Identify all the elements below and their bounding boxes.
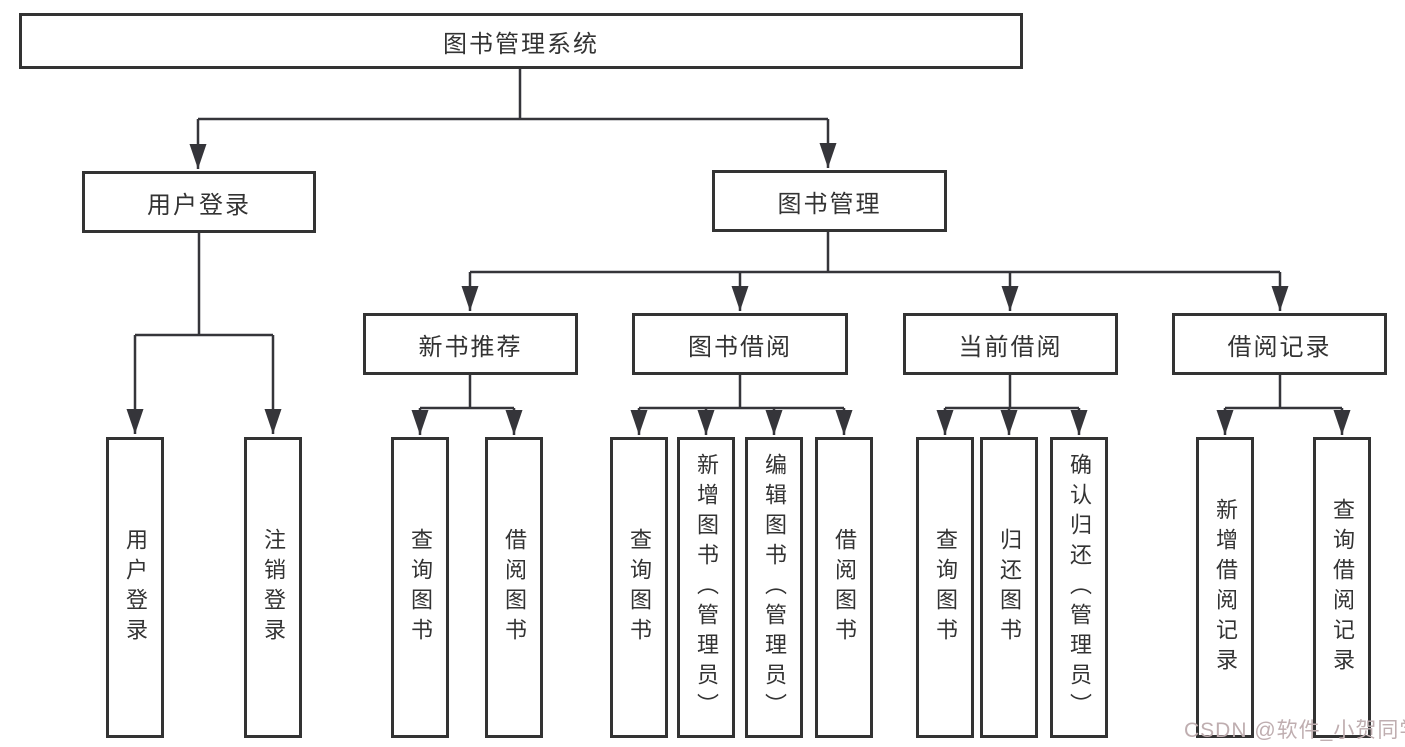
node-borrow-records-label: 借阅记录 xyxy=(1227,333,1332,361)
leaf-borrow-edit: 编辑图书（管理员） xyxy=(745,437,803,738)
node-borrow-records: 借阅记录 xyxy=(1172,313,1387,375)
leaf-record-query-label: 查询借阅记录 xyxy=(1330,497,1355,678)
node-user-login-label: 用户登录 xyxy=(147,191,251,219)
leaf-newbook-borrow-label: 借阅图书 xyxy=(502,527,527,648)
leaf-borrow-book: 借阅图书 xyxy=(815,437,873,738)
node-book-borrow: 图书借阅 xyxy=(632,313,848,375)
leaf-borrow-edit-label: 编辑图书（管理员） xyxy=(762,452,787,723)
node-current-borrow: 当前借阅 xyxy=(903,313,1118,375)
leaf-current-query: 查询图书 xyxy=(916,437,974,738)
leaf-current-query-label: 查询图书 xyxy=(933,527,958,648)
leaf-record-add-label: 新增借阅记录 xyxy=(1213,497,1238,678)
leaf-logout-label: 注销登录 xyxy=(261,527,286,648)
node-book-management-label: 图书管理 xyxy=(777,190,882,218)
leaf-user-login-label: 用户登录 xyxy=(123,527,148,648)
leaf-newbook-query: 查询图书 xyxy=(391,437,449,738)
leaf-borrow-query: 查询图书 xyxy=(610,437,668,738)
watermark: CSDN @软件_小贺同学 xyxy=(1184,719,1405,742)
node-current-borrow-label: 当前借阅 xyxy=(958,333,1063,361)
node-new-book-recommend-label: 新书推荐 xyxy=(418,333,523,361)
leaf-borrow-book-label: 借阅图书 xyxy=(832,527,857,648)
leaf-current-confirm: 确认归还（管理员） xyxy=(1050,437,1108,738)
leaf-borrow-add: 新增图书（管理员） xyxy=(677,437,735,738)
leaf-current-return-label: 归还图书 xyxy=(997,527,1022,648)
node-root: 图书管理系统 xyxy=(19,13,1023,69)
leaf-record-add: 新增借阅记录 xyxy=(1196,437,1254,738)
leaf-logout: 注销登录 xyxy=(244,437,302,738)
node-user-login: 用户登录 xyxy=(82,171,316,233)
leaf-newbook-query-label: 查询图书 xyxy=(408,527,433,648)
leaf-current-return: 归还图书 xyxy=(980,437,1038,738)
node-new-book-recommend: 新书推荐 xyxy=(363,313,578,375)
leaf-record-query: 查询借阅记录 xyxy=(1313,437,1371,738)
node-book-borrow-label: 图书借阅 xyxy=(688,333,792,361)
node-root-label: 图书管理系统 xyxy=(443,30,599,58)
leaf-borrow-add-label: 新增图书（管理员） xyxy=(694,452,719,723)
leaf-current-confirm-label: 确认归还（管理员） xyxy=(1067,452,1092,723)
leaf-newbook-borrow: 借阅图书 xyxy=(485,437,543,738)
leaf-borrow-query-label: 查询图书 xyxy=(627,527,652,648)
node-book-management: 图书管理 xyxy=(712,170,947,232)
leaf-user-login: 用户登录 xyxy=(106,437,164,738)
